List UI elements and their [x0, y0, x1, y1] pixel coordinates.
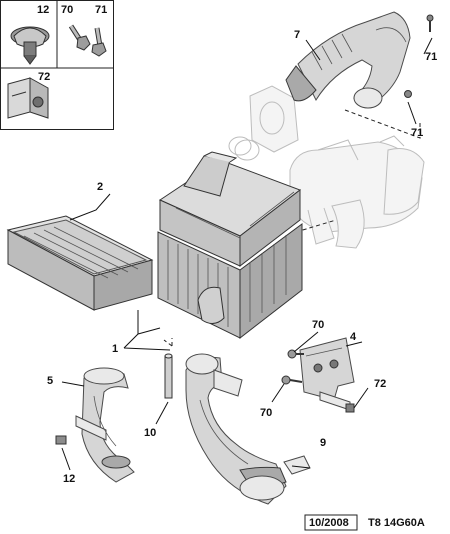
bolt-70-illustration — [68, 24, 91, 51]
callout-2: 2 — [97, 181, 103, 193]
footer-reference: 10/2008 T8 14G60A — [304, 514, 425, 531]
callout-70-b: 70 — [260, 407, 272, 419]
turbocharger-ghost — [289, 135, 425, 249]
bracket-72-illustration — [7, 77, 49, 119]
callout-70-inset: 70 — [61, 4, 73, 16]
callout-9: 9 — [320, 437, 326, 449]
air-filter-housing-1 — [157, 151, 303, 340]
drain-tube-10 — [164, 353, 173, 399]
callout-71-b: 71 — [411, 127, 423, 139]
callout-12-inset: 12 — [37, 4, 49, 16]
date-box — [304, 514, 358, 531]
callout-4: 4 — [350, 331, 357, 343]
callout-5: 5 — [47, 375, 53, 387]
link-line-hose — [344, 109, 421, 139]
callout-72-inset: 72 — [38, 71, 50, 83]
callout-12-main: 12 — [63, 473, 75, 485]
drain-tube-guide — [163, 338, 173, 347]
footer-date: 10/2008 — [309, 517, 349, 529]
intake-hose-7 — [285, 11, 411, 109]
throttle-body-ghost — [228, 85, 299, 161]
clip-12-illustration — [10, 26, 50, 65]
callout-10: 10 — [144, 427, 156, 439]
clip-12-on-duct — [55, 435, 67, 445]
fastener-inset — [0, 0, 114, 130]
callout-1: 1 — [112, 343, 118, 355]
lower-air-duct-9 — [185, 353, 311, 505]
callout-7: 7 — [294, 29, 300, 41]
bolt-71-illustration — [91, 27, 107, 57]
callout-70-a: 70 — [312, 319, 324, 331]
leader-lines — [61, 37, 433, 471]
inlet-duct-5 — [75, 367, 135, 483]
mounting-bracket-4 — [299, 337, 355, 411]
air-filter-element-2 — [6, 215, 154, 311]
callout-71-inset: 71 — [95, 4, 107, 16]
callout-71-a: 71 — [425, 51, 437, 63]
hose-fasteners — [404, 14, 434, 98]
callout-72-main: 72 — [374, 378, 386, 390]
footer-reference-code: T8 14G60A — [368, 517, 425, 529]
